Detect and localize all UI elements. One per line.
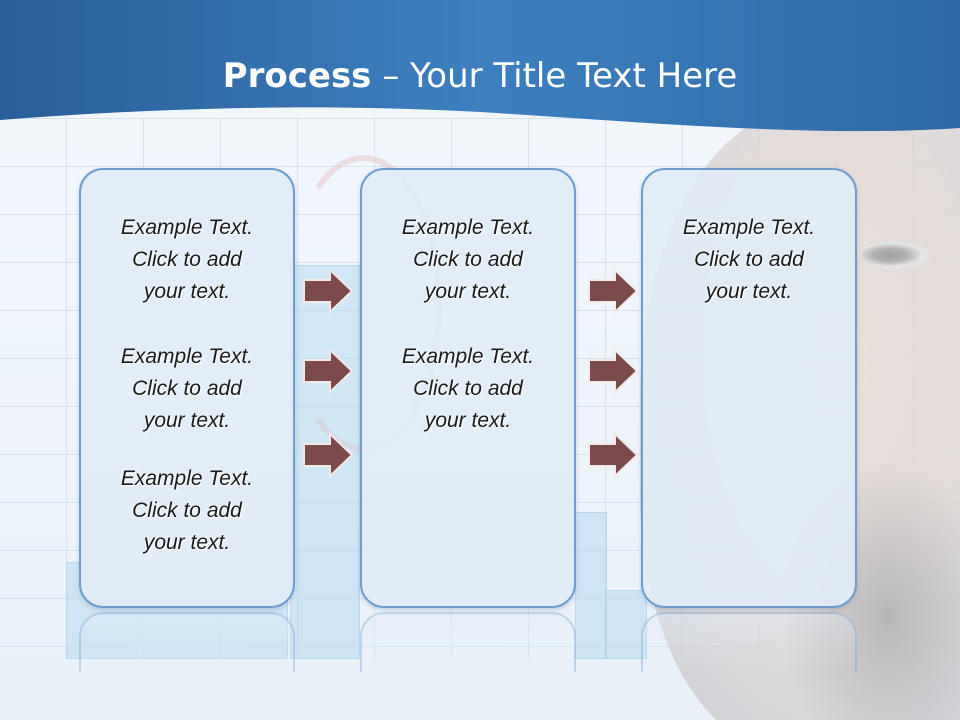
right-arrow-icon[interactable] bbox=[302, 268, 354, 314]
text-line: Click to add bbox=[694, 248, 804, 271]
card-reflection bbox=[79, 612, 295, 672]
text-placeholder[interactable]: Example Text. Click to add your text. bbox=[81, 341, 293, 437]
text-line: Click to add bbox=[413, 377, 523, 400]
text-line: Click to add bbox=[413, 248, 523, 271]
process-card-3[interactable]: Example Text. Click to add your text. bbox=[641, 168, 857, 608]
text-line: Click to add bbox=[132, 248, 242, 271]
right-arrow-icon[interactable] bbox=[302, 348, 354, 394]
text-line: Example Text. bbox=[682, 216, 816, 239]
text-placeholder[interactable]: Example Text. Click to add your text. bbox=[81, 212, 293, 308]
text-line: Example Text. bbox=[120, 216, 254, 239]
card-reflection bbox=[641, 612, 857, 672]
text-placeholder[interactable]: Example Text. Click to add your text. bbox=[81, 463, 293, 559]
text-line: your text. bbox=[143, 531, 231, 554]
text-line: Example Text. bbox=[401, 216, 535, 239]
text-line: your text. bbox=[705, 280, 793, 303]
text-line: Example Text. bbox=[401, 345, 535, 368]
text-placeholder[interactable]: Example Text. Click to add your text. bbox=[362, 212, 574, 308]
text-line: Click to add bbox=[132, 499, 242, 522]
text-line: your text. bbox=[143, 409, 231, 432]
process-card-1[interactable]: Example Text. Click to add your text. Ex… bbox=[79, 168, 295, 608]
text-line: Example Text. bbox=[120, 467, 254, 490]
title-bold: Process bbox=[222, 56, 372, 96]
right-arrow-icon[interactable] bbox=[587, 268, 639, 314]
text-placeholder[interactable]: Example Text. Click to add your text. bbox=[362, 341, 574, 437]
header-banner bbox=[0, 0, 960, 132]
text-line: Example Text. bbox=[120, 345, 254, 368]
right-arrow-icon[interactable] bbox=[302, 432, 354, 478]
title-rest: – Your Title Text Here bbox=[371, 56, 738, 96]
text-line: Click to add bbox=[132, 377, 242, 400]
text-placeholder[interactable]: Example Text. Click to add your text. bbox=[643, 212, 855, 308]
text-line: your text. bbox=[424, 280, 512, 303]
process-card-2[interactable]: Example Text. Click to add your text. Ex… bbox=[360, 168, 576, 608]
text-line: your text. bbox=[424, 409, 512, 432]
right-arrow-icon[interactable] bbox=[587, 348, 639, 394]
right-arrow-icon[interactable] bbox=[587, 432, 639, 478]
page-title[interactable]: Process – Your Title Text Here bbox=[0, 56, 960, 96]
card-reflection bbox=[360, 612, 576, 672]
text-line: your text. bbox=[143, 280, 231, 303]
